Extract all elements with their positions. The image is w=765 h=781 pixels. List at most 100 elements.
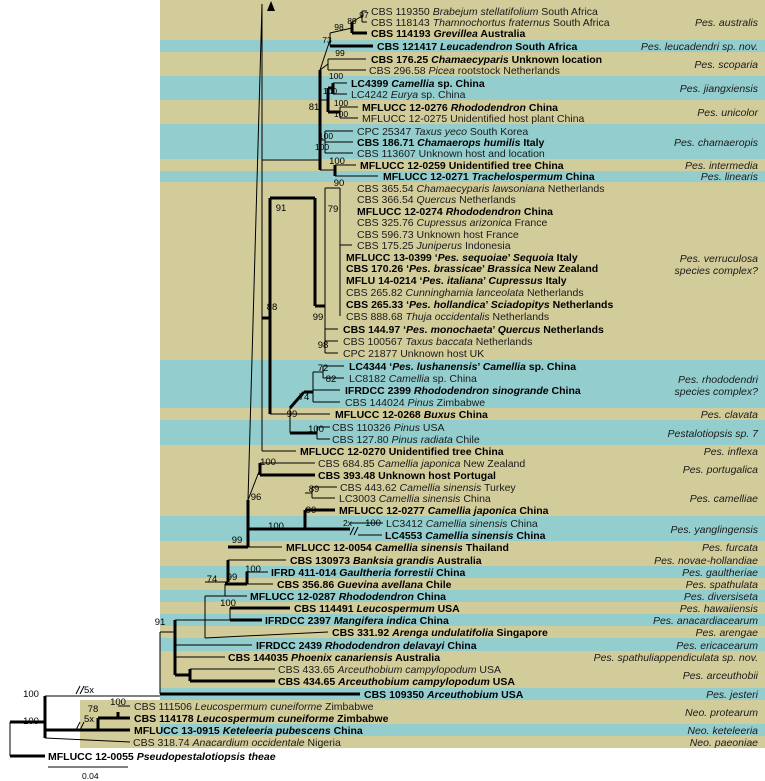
taxon-label-part: CBS 365.54 — [357, 183, 417, 195]
bootstrap-value: 82 — [326, 374, 337, 385]
taxon-label-part: CPC 25347 — [357, 126, 414, 138]
taxon-label-part: Phoenix canariensis — [291, 652, 393, 664]
taxon-label-part: Unknown location — [509, 54, 602, 66]
clade-band — [160, 700, 765, 724]
taxon-label-part: Trachelospermum — [472, 171, 563, 183]
taxon-label-part: sp. China — [430, 373, 477, 385]
taxon-label-part: rootstock Netherlands — [455, 65, 560, 77]
clade-label: Pes. verruculosa — [680, 253, 758, 265]
taxon-label: CBS 296.58 Picea rootstock Netherlands — [369, 65, 560, 77]
taxon-label: CBS 118143 Thamnochortus fraternus South… — [371, 17, 610, 29]
bootstrap-value: 98 — [318, 340, 329, 351]
bootstrap-value: 99 — [335, 48, 345, 58]
bootstrap-values: 9789987399100100100100811001001009079918… — [23, 10, 381, 727]
taxon-label-part: Sciadopitys — [491, 299, 550, 311]
bootstrap-value: 74 — [299, 392, 310, 403]
taxon-label-part: Thailand — [463, 542, 509, 554]
taxon-label-part: Rhododendron — [451, 102, 526, 114]
taxon-label: MFLUCC 12-0054 Camellia sinensis Thailan… — [286, 542, 509, 554]
clade-band — [160, 481, 765, 516]
taxon-label-part: Chamaerops humilis — [417, 137, 520, 149]
clade-band — [160, 553, 765, 566]
taxon-label-part: China — [444, 640, 476, 652]
taxon-label-part: CBS 114178 — [134, 713, 196, 725]
taxon-label-part: Rhododendron — [339, 591, 414, 603]
bootstrap-value: 100 — [220, 598, 236, 609]
bootstrap-value: 89 — [309, 484, 320, 495]
clade-band — [160, 360, 765, 408]
taxon-label: CBS 109350 Arceuthobium USA — [364, 689, 524, 701]
taxon-label-part: Quercus — [498, 324, 541, 336]
taxon-label-part: New Zealand — [531, 263, 598, 275]
taxon-label-part: China — [516, 505, 548, 517]
taxon-label-part: LC3412 — [386, 518, 426, 530]
clade-label: Pes. yanglingensis — [670, 524, 758, 536]
bootstrap-value: 96 — [251, 492, 262, 503]
taxon-label-part: MFLUCC 12-0271 — [383, 171, 472, 183]
break-mark-label: 5x — [84, 685, 94, 696]
taxon-label: CBS 144.97 ‘Pes. monochaeta’ Quercus Net… — [343, 324, 604, 336]
taxon-label-part: Sequoia — [513, 252, 554, 264]
taxon-label-part: CPC 21877 Unknown host UK — [343, 348, 484, 360]
branch — [204, 631, 329, 639]
taxon-label: LC4344 ‘Pes. lushanensis’ Camellia sp. C… — [349, 361, 576, 373]
taxon-label-part: China — [331, 725, 363, 737]
taxon-label-part: Pes. sequoiae — [438, 252, 508, 264]
taxon-label-part: China — [507, 518, 538, 530]
clade-label: Pes. anacardiacearum — [653, 615, 758, 627]
bootstrap-value: 91 — [276, 203, 287, 214]
taxon-label: LC3412 Camellia sinensis China — [386, 518, 538, 530]
taxon-label-part: CBS 127.80 — [332, 434, 392, 446]
taxon-label-part: MFLUCC 12-0277 — [339, 505, 428, 517]
taxon-label-part: China — [521, 206, 553, 218]
taxon-label-part: Cupressus — [488, 275, 542, 287]
taxon-label-part: France — [512, 217, 548, 229]
taxon-label-part: IFRDCC 2439 — [256, 640, 325, 652]
clade-band — [160, 590, 765, 602]
taxon-label-part: CBS 331.92 — [332, 627, 392, 639]
clade-label: Pes. furcata — [702, 542, 758, 554]
clade-label: Pes. novae-hollandiae — [654, 555, 758, 567]
taxon-label-part: Camellia — [391, 78, 434, 90]
taxon-label-part: Netherlands — [550, 299, 614, 311]
taxon-label-part: Buxus — [424, 409, 456, 421]
taxon-label-part: CBS 176.25 — [371, 54, 431, 66]
bootstrap-value: 99 — [232, 535, 243, 546]
taxon-label-part: Arceuthobium campylopodum — [337, 664, 477, 676]
taxon-label-part: Thuja occidentalis — [406, 311, 491, 323]
bootstrap-value: 100 — [365, 518, 381, 529]
clade-label: species complex? — [675, 265, 759, 277]
bootstrap-value: 98 — [334, 22, 344, 32]
bootstrap-value: 100 — [23, 716, 39, 727]
taxon-label-part: MFLUCC 12-0055 — [48, 751, 137, 763]
bootstrap-value: 72 — [318, 363, 329, 374]
taxon-label: CBS 119350 Brabejum stellatifolium South… — [371, 6, 598, 18]
taxon-label: IFRDCC 2399 Rhododendron sinogrande Chin… — [345, 385, 581, 397]
taxon-label-part: Chile — [453, 434, 480, 446]
taxon-label: MFLUCC 12-0276 Rhododendron China — [362, 102, 558, 114]
taxon-label: CBS 596.73 Unknown host France — [357, 229, 519, 241]
clade-label: Pes. portugalica — [683, 464, 758, 476]
taxon-label: CBS 356.86 Guevina avellana Chile — [277, 579, 452, 591]
clade-band — [160, 124, 765, 159]
clade-label: Neo. paeoniae — [690, 737, 758, 749]
taxon-label: MFLUCC 13-0915 Keteleeria pubescens Chin… — [134, 725, 363, 737]
taxon-label-part: sp. China — [526, 361, 576, 373]
taxon-label-part: Eurya — [391, 89, 419, 101]
taxon-label: LC8182 Camellia sp. China — [349, 373, 477, 385]
taxon-label-part: LC4553 — [385, 530, 425, 542]
clade-label: Pes. spathuliappendiculata sp. nov. — [594, 652, 758, 664]
taxon-label-part: MFLUCC 12-0276 — [362, 102, 451, 114]
bootstrap-value: 100 — [323, 86, 337, 96]
branch — [247, 468, 261, 501]
clade-label: species complex? — [675, 386, 759, 398]
bootstrap-value: 91 — [155, 617, 166, 628]
taxon-label: CPC 21877 Unknown host UK — [343, 348, 484, 360]
branch — [44, 737, 131, 743]
taxon-label-part: CBS 434.65 — [278, 676, 338, 688]
taxon-label-part: Grevillea — [433, 28, 478, 40]
taxon-label-part: CBS 443.62 — [340, 482, 400, 494]
taxon-label-part: CBS 296.58 — [369, 65, 429, 77]
taxon-label-part: Cupressus arizonica — [417, 217, 512, 229]
